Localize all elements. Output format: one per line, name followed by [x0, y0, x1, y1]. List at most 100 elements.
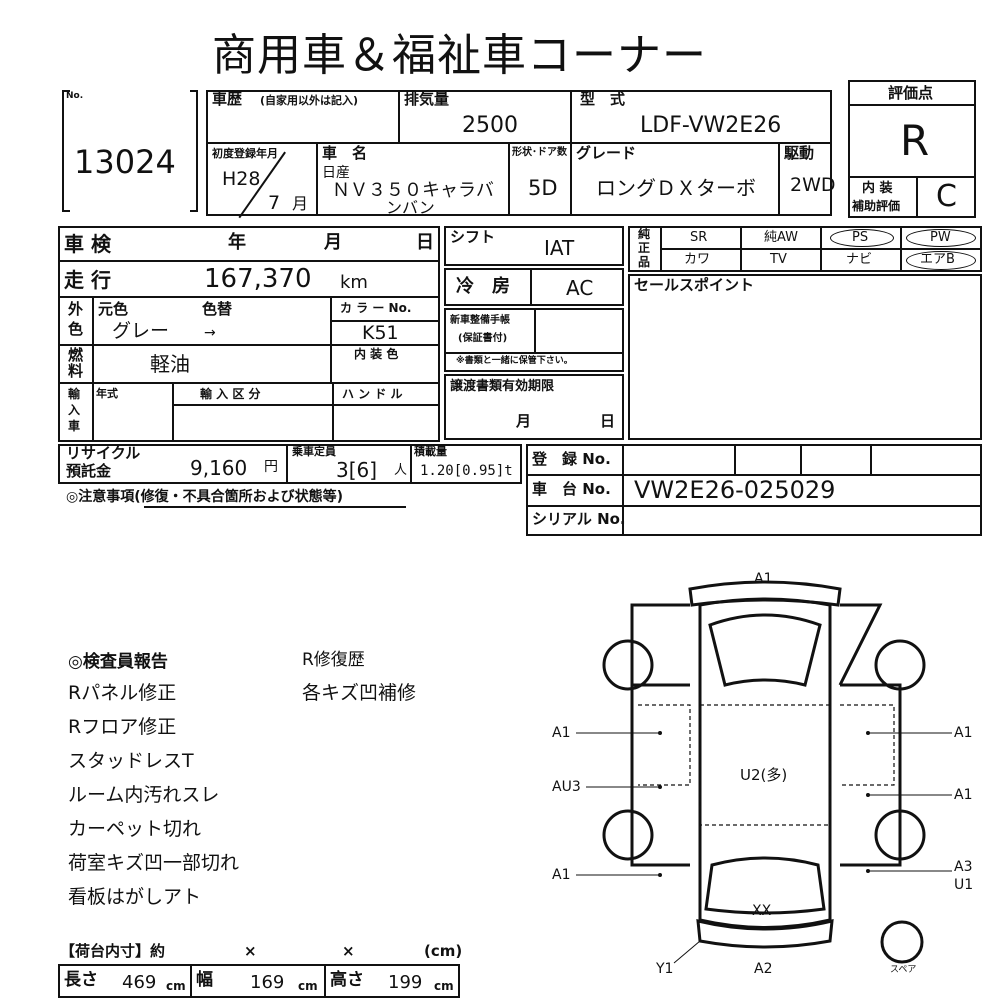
first-reg-era: H28	[222, 168, 261, 190]
report-item: スタッドレスT	[68, 750, 194, 772]
model-label: 型 式	[580, 90, 626, 108]
fuel-label-2: 料	[68, 362, 84, 380]
cargo-height-label: 高さ	[330, 970, 364, 990]
aircon-label: 冷 房	[456, 276, 510, 297]
drive-value: 2WD	[790, 174, 836, 196]
recycle-row	[58, 444, 522, 484]
equipment-pw: PW	[930, 230, 951, 245]
model-value: LDF-VW2E26	[640, 113, 782, 138]
damage-bottom: A2	[754, 961, 773, 977]
equipment-airbag-circle	[906, 251, 976, 270]
changed-color-label: 色替	[202, 300, 233, 318]
mileage-label: 走 行	[64, 268, 111, 292]
report-right-header: R修復歴	[302, 650, 365, 670]
original-color: グレー	[112, 320, 170, 342]
report-header: ◎検査員報告	[68, 652, 168, 672]
import-label-1: 輸	[68, 387, 81, 401]
equipment-leather: カワ	[684, 252, 711, 267]
color-label-2: 色	[68, 320, 84, 338]
history-label: 車歴	[212, 90, 243, 108]
aircon-box	[444, 268, 624, 306]
left-front-door	[630, 603, 690, 687]
rear-right-wheel	[874, 809, 926, 861]
equipment-ps: PS	[852, 230, 869, 245]
cargo-length-cm: cm	[166, 979, 186, 993]
transfer-day: 日	[600, 412, 616, 430]
mileage-unit: km	[340, 272, 368, 293]
shift-value: IAT	[544, 236, 575, 260]
equipment-label-1: 純	[638, 227, 651, 241]
cargo-width-cm: cm	[298, 979, 318, 993]
capacity-value: 3[6]	[336, 458, 378, 482]
registration-table	[526, 444, 982, 536]
damage-left-1: A1	[552, 725, 571, 741]
report-item: ルーム内汚れスレ	[68, 784, 220, 806]
first-reg-month: 7	[268, 192, 281, 214]
sales-point-label: セールスポイント	[634, 276, 755, 294]
cargo-unit: (cm)	[424, 942, 463, 960]
registration-label: 登 録 No.	[532, 450, 611, 468]
equipment-navi: ナビ	[846, 252, 873, 267]
report-item: 荷室キズ凹一部切れ	[68, 852, 240, 874]
car-name-line2: ンバン	[386, 198, 435, 217]
import-label-3: 車	[68, 419, 81, 433]
car-damage-diagram	[576, 580, 952, 964]
inspection-label: 車 検	[64, 232, 111, 256]
panel-dashed-center	[699, 704, 831, 826]
history-note: (自家用以外は記入)	[260, 94, 359, 107]
cargo-x1: ×	[244, 942, 257, 960]
interior-label-2: 補助評価	[852, 199, 901, 213]
transfer-month: 月	[516, 412, 532, 430]
recycle-label-1: リサイクル	[66, 444, 141, 462]
front-right-wheel	[874, 639, 926, 691]
first-reg-label: 初度登録年月	[212, 147, 278, 160]
car-body-outline	[698, 597, 832, 929]
doors-label: 形状･ドア数	[512, 147, 567, 158]
damage-right-1: A1	[954, 725, 973, 741]
equipment-aw: 純AW	[764, 230, 799, 245]
displacement-value: 2500	[462, 113, 518, 138]
panel-dashed-left	[638, 704, 691, 786]
import-class-label: 輸 入 区 分	[200, 387, 261, 401]
fuel-value: 軽油	[150, 352, 190, 376]
spare-label: スペア	[890, 965, 917, 975]
interior-value: C	[936, 179, 957, 214]
manual-label-2: (保証書付)	[458, 333, 508, 344]
rating-value: R	[900, 116, 930, 165]
lot-number: 13024	[74, 143, 176, 181]
panel-dashed-right	[840, 704, 895, 786]
equipment-pw-circle	[906, 229, 976, 247]
rear-left-wheel	[602, 809, 654, 861]
color-arrow: →	[204, 325, 216, 341]
aircon-value: AC	[566, 276, 594, 300]
rating-box	[848, 80, 976, 218]
chassis-label: 車 台 No.	[532, 480, 611, 498]
car-name-label: 車 名	[322, 144, 368, 162]
report-item: Rフロア修正	[68, 716, 177, 738]
notes-label: ◎注意事項(修復・不具合箇所および状態等)	[66, 489, 344, 505]
cargo-height-cm: cm	[434, 979, 454, 993]
page-title: 商用車＆福祉車コーナー	[212, 30, 707, 81]
left-sliding-door	[630, 685, 690, 867]
interior-color-label: 内 装 色	[354, 347, 399, 361]
damage-left-3: A1	[552, 867, 571, 883]
rear-bumper	[696, 919, 834, 949]
manual-label-1: 新車整備手帳	[450, 315, 510, 326]
shift-box	[444, 226, 624, 266]
car-name-line1: ＮＶ３５０キャラバ	[332, 180, 494, 201]
cargo-length-label: 長さ	[64, 970, 98, 990]
report-item: 看板はがしアト	[68, 886, 202, 908]
windshield	[708, 613, 822, 687]
damage-rear: XX	[752, 903, 772, 919]
damage-left-2: AU3	[552, 779, 581, 795]
import-label-2: 入	[68, 403, 81, 417]
serial-label: シリアル No.	[532, 510, 626, 528]
report-item: Rパネル修正	[68, 682, 177, 704]
equipment-sr: SR	[690, 230, 708, 245]
equipment-label-2: 正	[638, 241, 651, 255]
front-left-wheel	[602, 639, 654, 691]
mileage-value: 167,370	[204, 264, 312, 294]
load-label: 積載量	[414, 445, 447, 458]
damage-right-2: A1	[954, 787, 973, 803]
front-bumper	[688, 580, 842, 607]
